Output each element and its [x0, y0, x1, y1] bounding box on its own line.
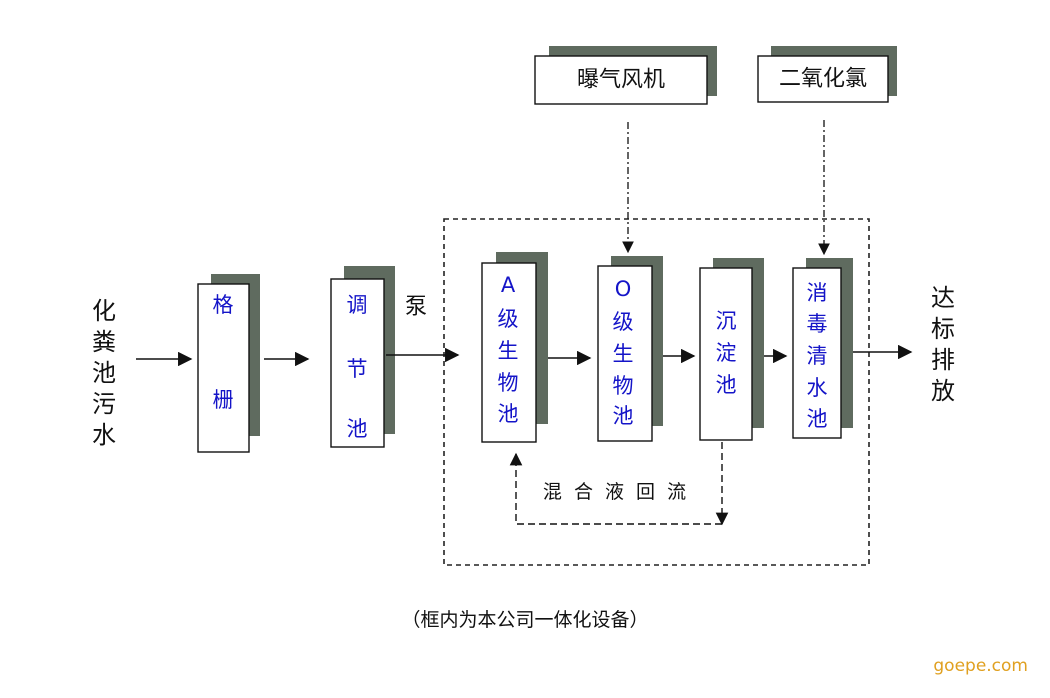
- source-char: 池: [92, 359, 116, 387]
- a-tank-char: 级: [498, 307, 519, 331]
- a-tank-char: 物: [498, 371, 519, 395]
- grid-box: 格 栅: [197, 274, 260, 453]
- regulating-char: 池: [347, 417, 368, 441]
- o-tank-char: 物: [613, 374, 634, 398]
- output-char: 标: [931, 315, 955, 343]
- source-char: 粪: [92, 328, 116, 356]
- regulating-tank-box: 调 节 池: [330, 266, 395, 448]
- source-char: 水: [92, 421, 116, 449]
- disinfection-char: 毒: [807, 312, 828, 336]
- recycle-label: 混 合 液 回 流: [543, 481, 689, 503]
- o-stage-tank-box: O 级 生 物 池: [597, 256, 663, 442]
- output-label: 达 标 排 放: [931, 284, 955, 405]
- blower-box: 曝气风机: [534, 46, 717, 105]
- settling-tank-box: 沉 淀 池: [699, 258, 764, 441]
- regulating-char: 调: [347, 293, 368, 317]
- chlorine-dioxide-label: 二氧化氯: [779, 67, 867, 92]
- integrated-equipment-frame: [443, 218, 870, 566]
- a-stage-tank-box: A 级 生 物 池: [481, 252, 548, 443]
- disinfection-char: 清: [807, 344, 828, 368]
- blower-label: 曝气风机: [577, 68, 665, 93]
- disinfection-char: 水: [807, 376, 828, 400]
- settling-char: 淀: [716, 341, 737, 365]
- pump-label: 泵: [405, 295, 427, 320]
- source-char: 污: [92, 390, 116, 418]
- o-tank-char: 池: [613, 404, 634, 428]
- disinfection-tank-box: 消 毒 清 水 池: [792, 258, 853, 439]
- grid-char: 栅: [213, 388, 234, 412]
- recycle-return-arrow: [509, 452, 722, 525]
- a-tank-char: 生: [498, 339, 519, 363]
- settling-char: 沉: [716, 309, 737, 333]
- a-tank-char: A: [501, 273, 516, 297]
- o-tank-char: O: [615, 277, 632, 301]
- regulating-char: 节: [347, 357, 368, 381]
- grid-char: 格: [213, 293, 234, 317]
- output-char: 达: [931, 284, 955, 312]
- source-label: 化 粪 池 污 水: [92, 297, 116, 449]
- watermark: goepe.com: [933, 656, 1028, 676]
- output-char: 排: [931, 346, 955, 374]
- a-tank-char: 池: [498, 402, 519, 426]
- caption: （框内为本公司一体化设备）: [401, 609, 648, 631]
- disinfection-char: 池: [807, 407, 828, 431]
- settling-char: 池: [716, 373, 737, 397]
- o-tank-char: 级: [613, 310, 634, 334]
- o-tank-char: 生: [613, 342, 634, 366]
- disinfection-char: 消: [807, 281, 828, 305]
- chlorine-dioxide-box: 二氧化氯: [757, 46, 897, 103]
- output-char: 放: [931, 377, 955, 405]
- source-char: 化: [92, 297, 116, 325]
